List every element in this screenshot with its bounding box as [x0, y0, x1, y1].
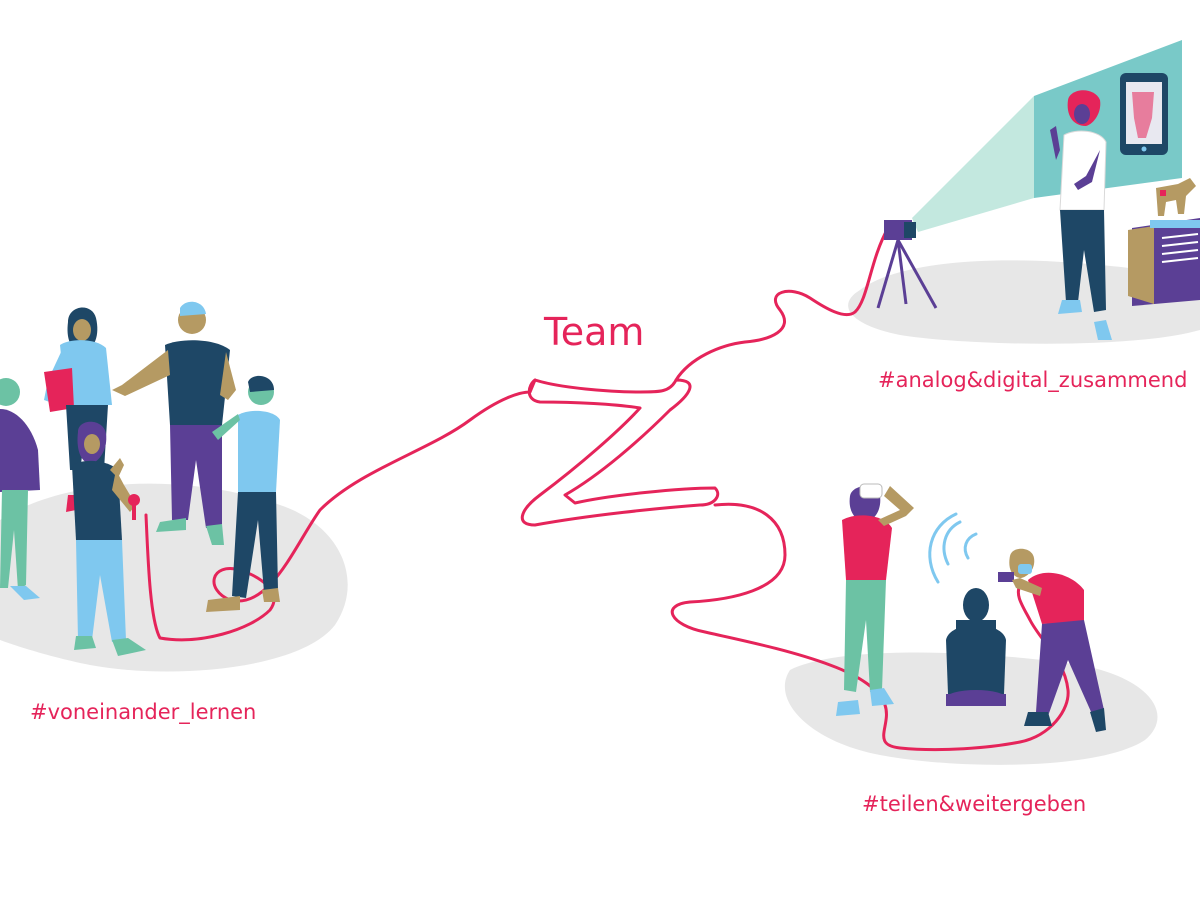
microphone-icon — [128, 494, 140, 506]
display-pedestal — [1128, 178, 1200, 306]
horse-figurine-icon — [1156, 178, 1196, 216]
projector-on-tripod — [876, 220, 938, 309]
hashtag-analog-digital: #analog&digital_zusammend — [878, 368, 1188, 392]
person-scanning-phone — [998, 548, 1106, 732]
hashtag-voneinander-lernen: #voneinander_lernen — [30, 700, 257, 724]
person-with-microphone — [72, 421, 146, 656]
left-group — [0, 301, 280, 656]
person-far-left — [0, 378, 40, 600]
bust-sculpture — [946, 588, 1006, 706]
phone-icon — [998, 572, 1014, 582]
page-title: Team — [544, 310, 645, 354]
bottom-right-scene — [836, 483, 1106, 732]
person-man-navy-shirt — [112, 301, 236, 545]
top-right-scene — [876, 40, 1200, 340]
person-presenting-woman — [1050, 90, 1112, 340]
person-light-blue-shirt — [206, 375, 280, 612]
hashtag-teilen-weitergeben: #teilen&weitergeben — [862, 792, 1087, 816]
ground-shadow-top-right — [848, 260, 1200, 344]
projector-beam — [912, 96, 1034, 232]
sound-waves-icon — [928, 512, 978, 584]
vr-headset-icon — [859, 483, 883, 499]
person-vr-headset — [836, 483, 914, 716]
